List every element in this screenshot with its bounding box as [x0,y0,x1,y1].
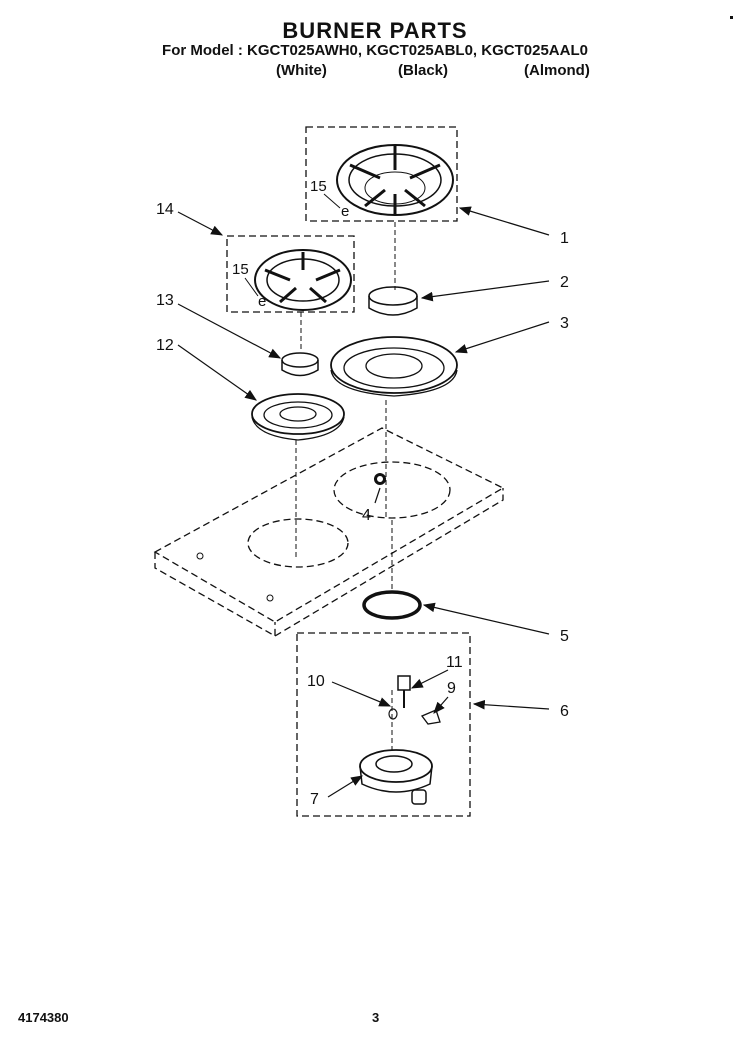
small-grate-screw-letter: e [258,293,266,310]
page-number: 3 [372,1010,380,1025]
callout-11: 11 [446,654,463,671]
corner-mark [730,16,733,19]
burner-assembly-group [296,632,471,817]
variant-white: (White) [276,62,327,79]
callout-7: 7 [310,791,319,808]
burner-assembly-inset-box [296,632,471,817]
burner-orifice [374,473,386,485]
model-list: For Model : KGCT025AWH0, KGCT025ABL0, KG… [162,42,588,59]
mounting-screw [388,708,398,720]
variant-almond: (Almond) [524,62,590,79]
callout-9: 9 [447,680,456,697]
cooktop-surface [153,427,505,638]
burner-base [359,749,433,783]
small-grate-group: 15 e [226,235,355,313]
large-grate [336,144,454,216]
callout-12: 12 [156,337,174,354]
large-grate-inset-box [305,126,458,222]
large-burner-base [330,336,458,397]
spark-electrode [397,675,411,691]
callout-2: 2 [560,274,569,291]
small-grate-screw-num: 15 [232,261,249,278]
callout-10: 10 [307,673,325,690]
large-grate-group: 15 e [305,126,458,222]
burner-gasket [362,590,422,620]
small-grate-inset-box [226,235,355,313]
large-grate-screw-num: 15 [310,178,327,195]
small-burner-base [251,393,345,441]
callout-14: 14 [156,201,174,218]
large-grate-screw-letter: e [341,203,349,220]
small-grate [254,249,352,311]
callout-5: 5 [560,628,569,645]
variant-black: (Black) [398,62,449,79]
small-burner-cap [281,352,319,377]
page-title: BURNER PARTS [282,18,468,43]
electrode-clip [420,709,441,725]
callout-3: 3 [560,315,569,332]
callout-6: 6 [560,703,569,720]
callout-13: 13 [156,292,174,309]
callout-1: 1 [560,230,569,247]
document-number: 4174380 [18,1010,69,1025]
large-burner-cap [368,286,418,316]
callout-4: 4 [362,507,371,524]
